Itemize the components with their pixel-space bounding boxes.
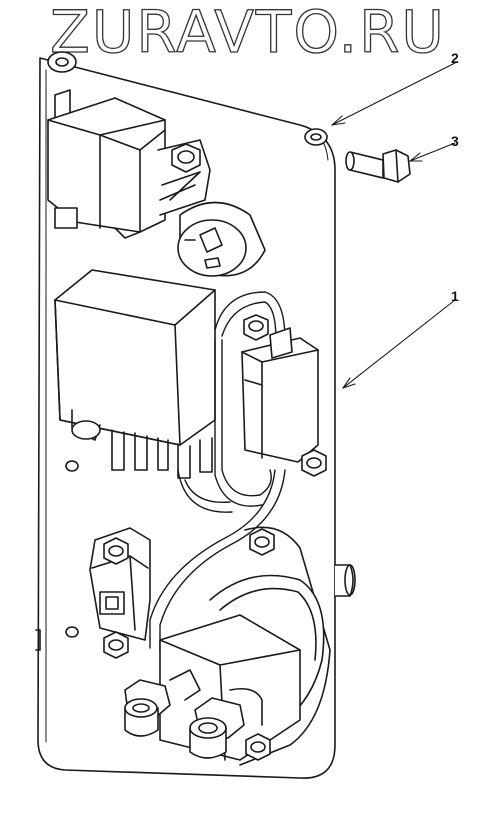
bolt-clamp-bottom [103,631,129,659]
bolt-housing-bottom [245,733,271,761]
callout-label-1: 1 [451,288,459,304]
plate-holes [35,460,79,651]
watermark-logo: ZURAVTO.RU [49,0,446,66]
relay-large-terminals [111,429,213,479]
bolt-module-right [301,449,327,477]
relay-top [47,89,166,239]
bolt-top-relay [171,143,201,173]
bolt [345,149,411,183]
washer [304,128,328,146]
relay-large [54,269,216,446]
leader-lines [331,62,456,389]
bolt-housing-top [249,528,275,556]
mounting-tab-top-left [47,51,77,73]
side-stud [334,564,356,597]
round-socket [177,201,266,277]
bolt-clamp-top [103,537,129,565]
terminal-post-right [189,687,263,759]
callout-label-2: 2 [451,50,459,66]
callout-label-3: 3 [451,133,459,149]
bolt-module-top [243,314,269,341]
terminal-post-left [124,669,201,737]
wire-harness [149,291,286,651]
fuse-module [241,327,319,463]
